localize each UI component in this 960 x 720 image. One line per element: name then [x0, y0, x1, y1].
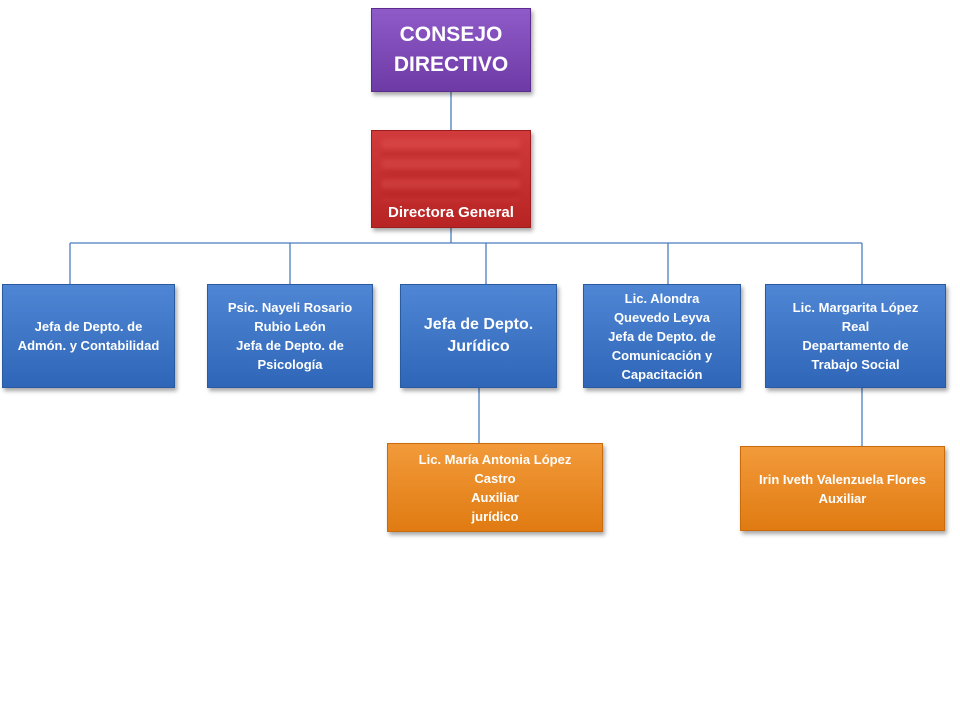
- depto-juridico-label: Jefa de Depto. Jurídico: [423, 316, 534, 355]
- depto-psicologia-label: Psic. Nayeli Rosario Rubio León Jefa de …: [227, 300, 353, 372]
- depto-admon-box: Jefa de Depto. de Admón. y Contabilidad: [2, 284, 175, 388]
- directora-general-label: Directora General: [388, 204, 514, 221]
- depto-comunicacion-box: Lic. Alondra Quevedo Leyva Jefa de Depto…: [583, 284, 741, 388]
- auxiliar-juridico-label: Lic. María Antonia López Castro Auxiliar…: [418, 451, 572, 524]
- depto-admon-label: Jefa de Depto. de Admón. y Contabilidad: [17, 319, 160, 353]
- auxiliar-trabajo-social-box: Irin Iveth Valenzuela Flores Auxiliar: [740, 446, 945, 531]
- consejo-directivo-box: CONSEJO DIRECTIVO: [371, 8, 531, 92]
- depto-psicologia-box: Psic. Nayeli Rosario Rubio León Jefa de …: [207, 284, 373, 388]
- consejo-directivo-label: CONSEJO DIRECTIVO: [393, 23, 509, 76]
- depto-juridico-box: Jefa de Depto. Jurídico: [400, 284, 557, 388]
- redacted-name-area: [382, 139, 520, 201]
- auxiliar-juridico-box: Lic. María Antonia López Castro Auxiliar…: [387, 443, 603, 532]
- depto-trabajo-social-box: Lic. Margarita López Real Departamento d…: [765, 284, 946, 388]
- auxiliar-trabajo-social-label: Irin Iveth Valenzuela Flores Auxiliar: [759, 471, 926, 506]
- depto-comunicacion-label: Lic. Alondra Quevedo Leyva Jefa de Depto…: [608, 290, 716, 382]
- directora-general-box: Directora General: [371, 130, 531, 228]
- depto-trabajo-social-label: Lic. Margarita López Real Departamento d…: [792, 300, 919, 372]
